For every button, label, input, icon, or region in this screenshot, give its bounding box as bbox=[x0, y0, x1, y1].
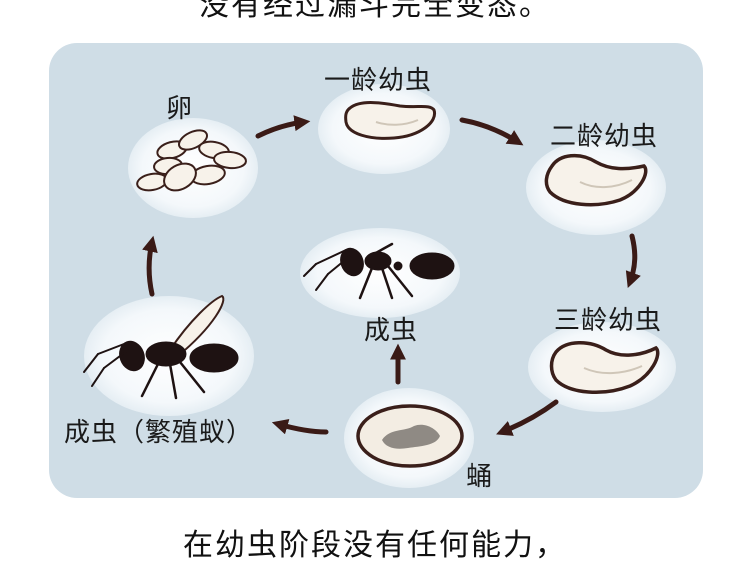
adult-label: 成虫 bbox=[364, 316, 419, 346]
reproductive-ant-drawing bbox=[83, 294, 239, 400]
larva1-drawing bbox=[344, 101, 436, 140]
arrow-larva2-to-larva3 bbox=[625, 233, 641, 288]
bottom-caption: 在幼虫阶段没有任何能力， bbox=[183, 528, 567, 563]
reproductive-adult-label: 成虫（繁殖蚁） bbox=[64, 418, 254, 448]
arrow-pupa-to-reproductive bbox=[271, 418, 329, 435]
pupa-label: 蛹 bbox=[466, 462, 494, 492]
adult-ant-drawing bbox=[303, 242, 455, 300]
larva2-label: 二龄幼虫 bbox=[550, 122, 659, 152]
larva2-drawing bbox=[544, 153, 648, 207]
larva1-label: 一龄幼虫 bbox=[324, 66, 433, 96]
cycle-arrows bbox=[142, 115, 641, 436]
arrow-reproductive-to-egg bbox=[142, 235, 158, 297]
arrow-larva1-to-larva2 bbox=[459, 117, 524, 146]
egg-label: 卵 bbox=[166, 94, 194, 124]
egg-cluster bbox=[136, 129, 247, 192]
top-caption: 没有经过漏斗完全变态。 bbox=[199, 0, 551, 23]
pupa-drawing bbox=[356, 404, 464, 468]
arrow-larva3-to-pupa bbox=[496, 399, 559, 436]
larva3-label: 三龄幼虫 bbox=[554, 306, 663, 336]
arrow-egg-to-larva1 bbox=[255, 115, 311, 139]
larva3-drawing bbox=[549, 341, 660, 394]
